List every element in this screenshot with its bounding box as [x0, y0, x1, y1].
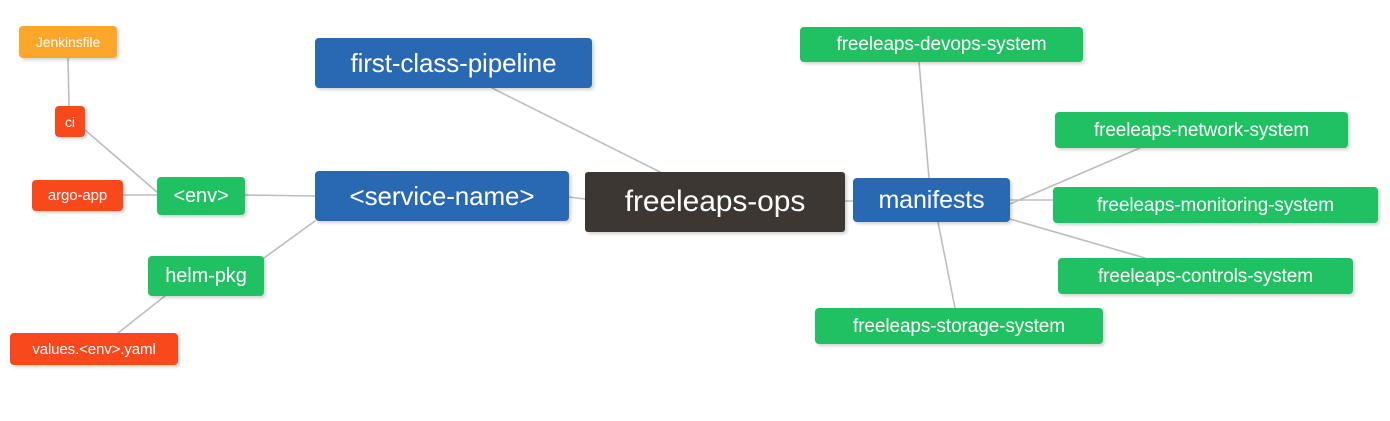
mindmap-node-label: argo-app [47, 187, 108, 204]
edge-service-name-to-freeleaps-ops [568, 196, 586, 200]
mindmap-node-label: values.<env>.yaml [32, 340, 156, 358]
mindmap-node-label: ci [65, 113, 75, 130]
mindmap-node-env[interactable]: <env> [157, 177, 245, 215]
edge-manifests-to-freeleaps-devops-system [918, 61, 930, 179]
mindmap-node-label: helm-pkg [165, 265, 247, 287]
edge-service-name-to-helm-pkg [263, 220, 316, 259]
mindmap-node-label: freeleaps-monitoring-system [1097, 194, 1334, 216]
edge-first-class-pipeline-to-freeleaps-ops [491, 87, 661, 173]
mindmap-node-label: Jenkinsfile [35, 34, 101, 50]
mindmap-node-freeleaps-ops[interactable]: freeleaps-ops [585, 172, 845, 232]
mindmap-node-label: freeleaps-controls-system [1097, 265, 1314, 287]
mindmap-node-values-env-yaml[interactable]: values.<env>.yaml [10, 333, 178, 365]
mindmap-node-ci[interactable]: ci [55, 106, 85, 137]
mindmap-node-freeleaps-monitoring-system[interactable]: freeleaps-monitoring-system [1053, 187, 1378, 223]
mindmap-node-label: manifests [878, 185, 985, 214]
mindmap-node-label: first-class-pipeline [350, 48, 557, 78]
mindmap-node-label: <service-name> [349, 181, 535, 211]
mindmap-node-service-name[interactable]: <service-name> [315, 171, 569, 221]
mindmap-node-freeleaps-network-system[interactable]: freeleaps-network-system [1055, 112, 1348, 148]
mindmap-node-label: <env> [173, 185, 229, 207]
mindmap-node-freeleaps-controls-system[interactable]: freeleaps-controls-system [1058, 258, 1353, 294]
edge-env-to-service-name [244, 194, 316, 197]
edge-manifests-to-freeleaps-storage-system [937, 221, 956, 309]
edge-helm-pkg-to-values-env-yaml [117, 295, 166, 334]
mindmap-node-manifests[interactable]: manifests [853, 178, 1010, 222]
mindmap-node-freeleaps-storage-system[interactable]: freeleaps-storage-system [815, 308, 1103, 344]
mindmap-node-label: freeleaps-network-system [1093, 119, 1310, 141]
mindmap-node-first-class-pipeline[interactable]: first-class-pipeline [315, 38, 592, 88]
mindmap-node-helm-pkg[interactable]: helm-pkg [148, 256, 264, 296]
edge-manifests-to-freeleaps-controls-system [1009, 218, 1146, 259]
mindmap-node-jenkinsfile[interactable]: Jenkinsfile [19, 26, 117, 58]
mindmap-node-argo-app[interactable]: argo-app [32, 180, 123, 211]
mindmap-node-label: freeleaps-storage-system [853, 315, 1065, 337]
mindmap-node-label: freeleaps-ops [624, 185, 806, 218]
mindmap-node-freeleaps-devops-system[interactable]: freeleaps-devops-system [800, 27, 1083, 62]
edge-jenkinsfile-to-ci [67, 57, 70, 107]
mindmap-node-label: freeleaps-devops-system [836, 34, 1047, 55]
